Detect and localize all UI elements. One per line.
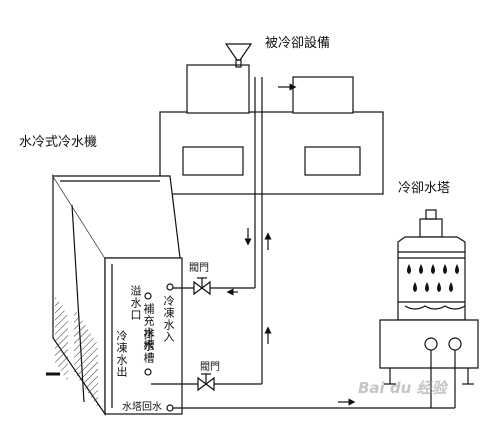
watermark: Bai du 经验 <box>358 379 447 397</box>
overflow-label: 溢水口 <box>129 285 142 321</box>
chilled-water-out-label: 冷凍水出 <box>115 330 128 378</box>
valve-bottom-icon <box>197 373 215 392</box>
valve-bottom-label: 閥門 <box>200 362 220 373</box>
chilled-water-in-label: 冷凍水入 <box>162 295 175 343</box>
water-chiller <box>46 173 183 416</box>
valve-top-label: 閥門 <box>189 263 209 274</box>
tower-return-label: 水塔回水 <box>122 402 162 413</box>
valve-top-icon <box>193 277 211 296</box>
cooling-tower <box>379 209 479 385</box>
makeup-tank-label: 補充水槽 <box>142 303 155 351</box>
cooled-equipment <box>159 43 384 195</box>
water-chiller-label: 水冷式冷水機 <box>19 135 98 150</box>
drain-tank-label: 排水槽 <box>142 328 155 364</box>
cooling-tower-label: 冷卻水塔 <box>398 181 451 196</box>
cooled-equipment-label: 被冷卻設備 <box>265 36 331 51</box>
